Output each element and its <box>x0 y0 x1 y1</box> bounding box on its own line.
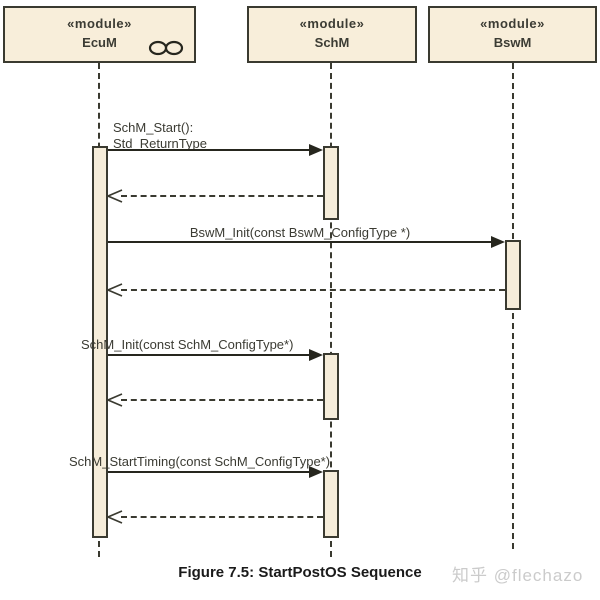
bswm-activation-bar <box>505 240 521 310</box>
message-1-arrowhead-icon <box>309 144 323 156</box>
figure-caption: Figure 7.5: StartPostOS Sequence <box>178 564 422 581</box>
return-3-line <box>121 399 323 401</box>
schm-activation-bar-1 <box>323 146 339 220</box>
ecum-activation-bar <box>92 146 108 538</box>
participant-schm: «module» SchM <box>247 6 417 63</box>
message-4-line <box>108 471 310 473</box>
participant-stereotype: «module» <box>480 16 545 31</box>
participant-stereotype: «module» <box>299 16 365 31</box>
message-2-line <box>108 241 492 243</box>
message-4-label: SchM_StartTiming(const SchM_ConfigType*) <box>69 454 331 469</box>
return-2-open-arrowhead-icon <box>105 283 123 297</box>
participant-name: BswM <box>493 35 532 50</box>
message-1-line <box>108 149 310 151</box>
participant-name: SchM <box>314 35 350 50</box>
watermark: 知乎 @flechazo <box>452 566 584 585</box>
return-4-line <box>121 516 323 518</box>
return-3-open-arrowhead-icon <box>105 393 123 407</box>
message-3-arrowhead-icon <box>309 349 323 361</box>
schm-activation-bar-3 <box>323 470 339 538</box>
participant-name: EcuM <box>82 35 117 50</box>
message-2-arrowhead-icon <box>491 236 505 248</box>
message-1-label-line2: Std_ReturnType <box>113 136 207 151</box>
return-4-open-arrowhead-icon <box>105 510 123 524</box>
schm-lifeline <box>330 63 332 557</box>
message-3-line <box>108 354 310 356</box>
participant-stereotype: «module» <box>67 16 132 31</box>
message-2-label: BswM_Init(const BswM_ConfigType *) <box>189 225 411 240</box>
schm-activation-bar-2 <box>323 353 339 420</box>
participant-ecum: «module» EcuM <box>3 6 196 63</box>
message-3-label: SchM_Init(const SchM_ConfigType*) <box>81 337 294 352</box>
message-1-label-line1: SchM_Start(): <box>113 120 194 135</box>
return-1-open-arrowhead-icon <box>105 189 123 203</box>
return-1-line <box>121 195 323 197</box>
message-4-arrowhead-icon <box>309 466 323 478</box>
return-2-line <box>121 289 505 291</box>
participant-bswm: «module» BswM <box>428 6 597 63</box>
linked-rings-icon <box>148 40 184 56</box>
